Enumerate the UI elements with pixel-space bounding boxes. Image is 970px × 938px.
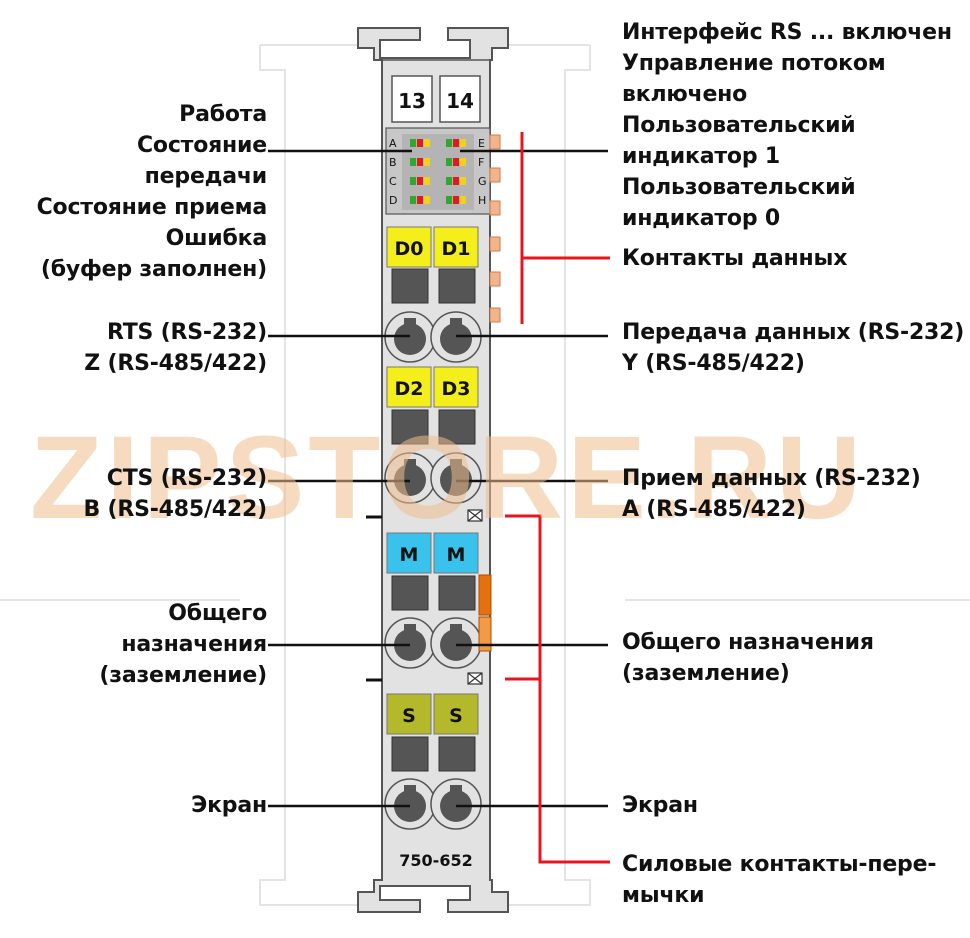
label-data-contacts: Контакты данных	[622, 246, 848, 271]
slot-label-m-right: M	[447, 544, 466, 566]
label-rts: RTS (RS-232) Z (RS-485/422)	[84, 320, 267, 376]
label-shield-right: Экран	[622, 793, 698, 818]
terminal-number-13: 13	[398, 89, 426, 113]
led-indicators	[410, 139, 466, 204]
label-ground-right: Общего назначения (заземление)	[622, 630, 874, 686]
label-ground-left: Общего назначения (заземление)	[99, 601, 267, 688]
slot-label-s-right: S	[449, 705, 463, 727]
label-led-group-right: Интерфейс RS ... включен Управление пото…	[622, 20, 952, 231]
label-txd: Передача данных (RS-232) Y (RS-485/422)	[622, 320, 965, 376]
led-letter-d: D	[389, 194, 397, 207]
led-letter-f: F	[478, 156, 484, 169]
slot-label-d3: D3	[442, 378, 471, 400]
data-contacts	[489, 134, 501, 323]
red-brackets	[505, 132, 610, 864]
label-rxd: Прием данных (RS-232) A (RS-485/422)	[622, 466, 921, 522]
led-letter-g: G	[478, 175, 487, 188]
led-letter-a: A	[389, 137, 397, 150]
led-letter-c: C	[389, 175, 397, 188]
slot-group-d0-d1: D0 D1	[384, 226, 482, 363]
din-rail-outline	[0, 44, 970, 906]
slot-label-d1: D1	[442, 238, 471, 260]
slot-group-d2-d3: D2 D3	[384, 366, 482, 504]
label-led-group-left: Работа Состояние передачи Состояние прие…	[36, 102, 268, 282]
led-panel: A B C D E F G H	[385, 127, 491, 215]
slot-label-d2: D2	[395, 378, 424, 400]
screw-terminal-txd[interactable]	[440, 323, 472, 355]
label-cts: CTS (RS-232) B (RS-485/422)	[83, 466, 267, 522]
slot-group-ground: M M	[384, 532, 482, 669]
terminal-number-boxes: 13 14	[391, 75, 481, 123]
led-letter-h: H	[478, 194, 486, 207]
leader-lines	[268, 149, 608, 808]
screw-terminal-rts[interactable]	[394, 323, 426, 355]
label-shield-left: Экран	[191, 793, 267, 818]
model-number: 750-652	[399, 851, 472, 870]
power-jumper-contacts	[478, 574, 492, 652]
label-power-jumper: Силовые контакты-пере- мычки	[622, 852, 937, 908]
slot-label-m-left: M	[400, 544, 419, 566]
slot-label-d0: D0	[395, 238, 424, 260]
led-letter-b: B	[389, 156, 397, 169]
slot-group-shield: S S	[384, 693, 482, 830]
slot-label-s-left: S	[402, 705, 416, 727]
terminal-number-14: 14	[446, 89, 474, 113]
led-letter-e: E	[478, 137, 485, 150]
jumper-markers	[467, 509, 483, 685]
